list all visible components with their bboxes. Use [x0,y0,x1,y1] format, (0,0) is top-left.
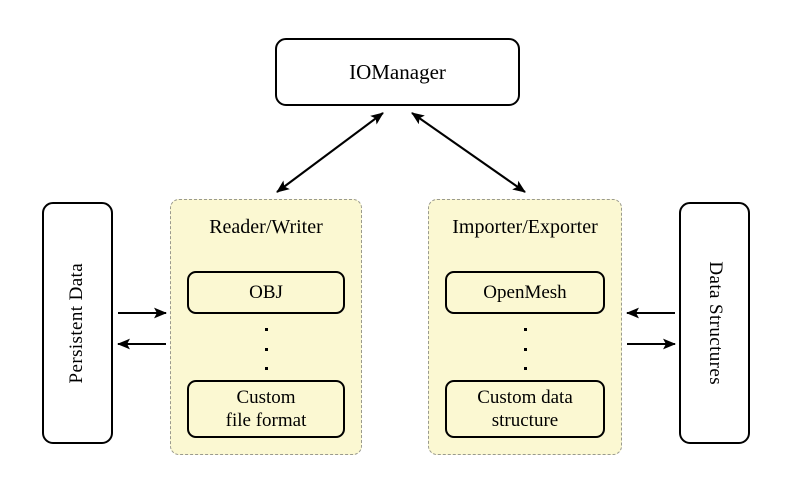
node-data-structures-label: Data Structures [704,261,726,385]
node-custom-data-structure-label-line1: Custom data [477,386,573,408]
node-iomanager-label: IOManager [349,59,446,84]
group-importer-exporter-title: Importer/Exporter [452,216,598,238]
node-custom-data-structure-label-line2: structure [491,410,559,431]
node-iomanager[interactable]: IOManager [275,38,520,106]
node-custom-file-format-label-line1: Custom [236,386,296,408]
arrow-manager-to-reader-writer [276,112,384,193]
ellipsis-icon-reader-writer [171,328,361,370]
node-persistent-data[interactable]: Persistent Data [42,202,113,444]
node-openmesh[interactable]: OpenMesh [445,271,605,314]
node-data-structures[interactable]: Data Structures [679,202,750,444]
node-persistent-data-label: Persistent Data [66,262,88,384]
node-custom-file-format[interactable]: Custom file format [187,380,345,438]
node-custom-data-structure[interactable]: Custom data structure [445,380,605,438]
arrow-manager-to-importer-exporter [411,112,526,193]
group-reader-writer-title: Reader/Writer [209,216,323,238]
node-obj[interactable]: OBJ [187,271,345,314]
ellipsis-icon-importer-exporter [429,328,621,370]
node-obj-label: OBJ [249,281,283,303]
node-openmesh-label: OpenMesh [483,281,567,303]
group-importer-exporter[interactable]: Importer/Exporter OpenMesh Custom data s… [428,199,622,455]
node-custom-file-format-label-line2: file format [225,410,307,431]
group-reader-writer[interactable]: Reader/Writer OBJ Custom file format [170,199,362,455]
